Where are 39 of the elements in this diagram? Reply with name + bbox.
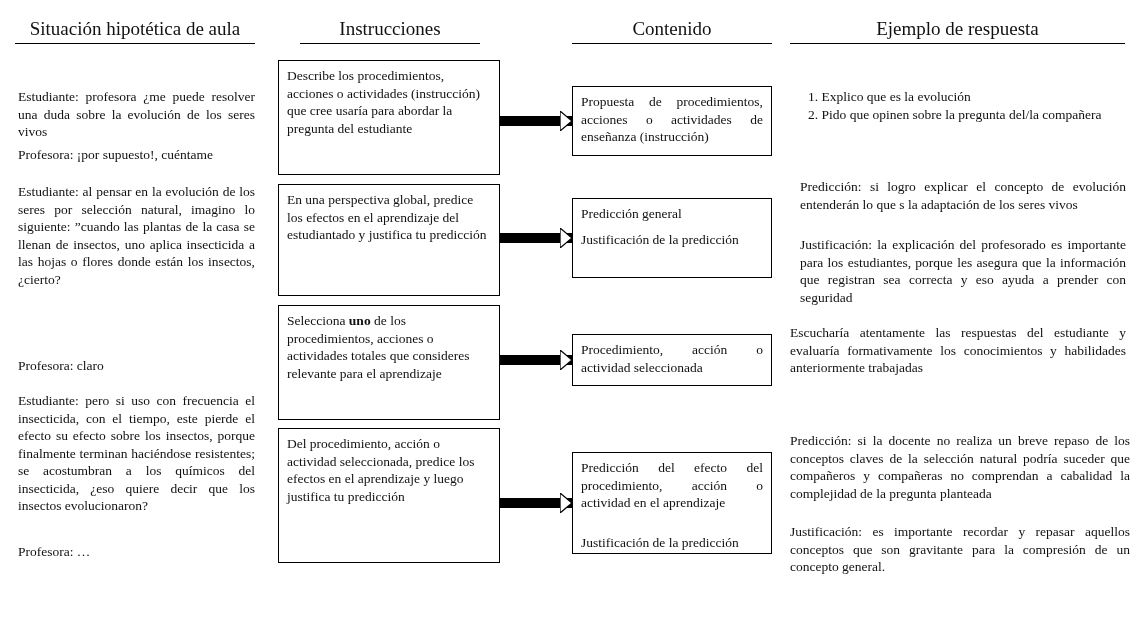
box-text: Justificación de la predicción — [581, 533, 740, 552]
instruction-box — [278, 60, 500, 175]
column-header: Contenido — [572, 18, 772, 44]
box-text: Justificación de la predicción — [581, 230, 740, 249]
text-paragraph: Justificación: la explicación del profesorado es importante para los estudiantes, porque les asegura que la información que registran sea correcta y eso ayuda a prender con seguridad — [800, 236, 1126, 307]
instruction-box — [278, 428, 500, 563]
text-paragraph: Predicción: si logro explicar el concepto de evolución entenderán lo que s la adaptación de los seres vivos — [800, 178, 1126, 214]
text-paragraph: Estudiante: pero si uso con frecuencia el insecticida, con el tiempo, este pierde el efecto su efecto sobre los insectos, porque finalmente terminan haciéndose resistentes; se acostumbran a los químicos del insecticida, ¿eso quiere decir que los insectos evolucionaron? — [18, 392, 255, 515]
text-paragraph: Profesora: claro — [18, 357, 105, 375]
column-header: Instrucciones — [300, 18, 480, 44]
list-item: 2. Pido que opinen sobre la pregunta del/la compañera — [808, 106, 1103, 124]
box-text: En una perspectiva global, predice los efectos en el aprendizaje del estudiantado y justifica tu predicción — [287, 191, 488, 244]
box-text: Describe los procedimientos, acciones o actividades (instrucción) que cree usaría para abordar la pregunta del estudiante — [287, 67, 482, 138]
content-box — [572, 452, 772, 554]
text-paragraph: Escucharía atentamente las respuestas del estudiante y evaluaría formativamente los conocimientos y habilidades anteriormente trabajadas — [790, 324, 1126, 377]
content-box — [572, 334, 772, 386]
text-paragraph: Profesora: … — [18, 543, 92, 561]
column-header: Situación hipotética de aula — [15, 18, 255, 44]
box-text: Predicción del efecto del procedimiento, acción o actividad en el aprendizaje — [581, 459, 763, 512]
box-text: Predicción general — [581, 205, 683, 223]
instruction-box — [278, 305, 500, 420]
text-paragraph: Estudiante: al pensar en la evolución de los seres por selección natural, imagino lo siguiente: ”cuando las plantas de la casa se llenan de insectos, uno aplica insecticida a las hojas o flores donde están los insectos, ¿cierto? — [18, 183, 255, 289]
box-text: Del procedimiento, acción o actividad seleccionada, predice los efectos en el aprendizaje y luego justifica tu predicción — [287, 435, 476, 506]
box-text: Procedimiento, acción o actividad seleccionada — [581, 341, 763, 377]
column-header: Ejemplo de respuesta — [790, 18, 1125, 44]
text-paragraph: Profesora: ¡por supuesto!, cuéntame — [18, 146, 214, 164]
text-paragraph: Estudiante: profesora ¿me puede resolver una duda sobre la evolución de los seres vivos — [18, 88, 255, 141]
content-box — [572, 198, 772, 278]
box-text: Propuesta de procedimientos, acciones o actividades de enseñanza (instrucción) — [581, 93, 763, 146]
content-box — [572, 86, 772, 156]
block-arrow — [500, 110, 573, 132]
text-paragraph: Justificación: es importante recordar y repasar aquellos conceptos que son gravitante para la compresión de un concepto general. — [790, 523, 1130, 576]
list-item: 1. Explico que es la evolución — [808, 88, 972, 106]
block-arrow — [500, 492, 573, 514]
box-text: Selecciona uno de los procedimientos, acciones o actividades totales que consideres relevante para el aprendizaje — [287, 312, 471, 383]
block-arrow — [500, 227, 573, 249]
block-arrow — [500, 349, 573, 371]
text-paragraph: Predicción: si la docente no realiza un breve repaso de los conceptos claves de la selección natural podría suceder que compañeros y compañeras no comprendan a cabalidad la complejidad de la pregunta planteada — [790, 432, 1130, 503]
instruction-box — [278, 184, 500, 296]
